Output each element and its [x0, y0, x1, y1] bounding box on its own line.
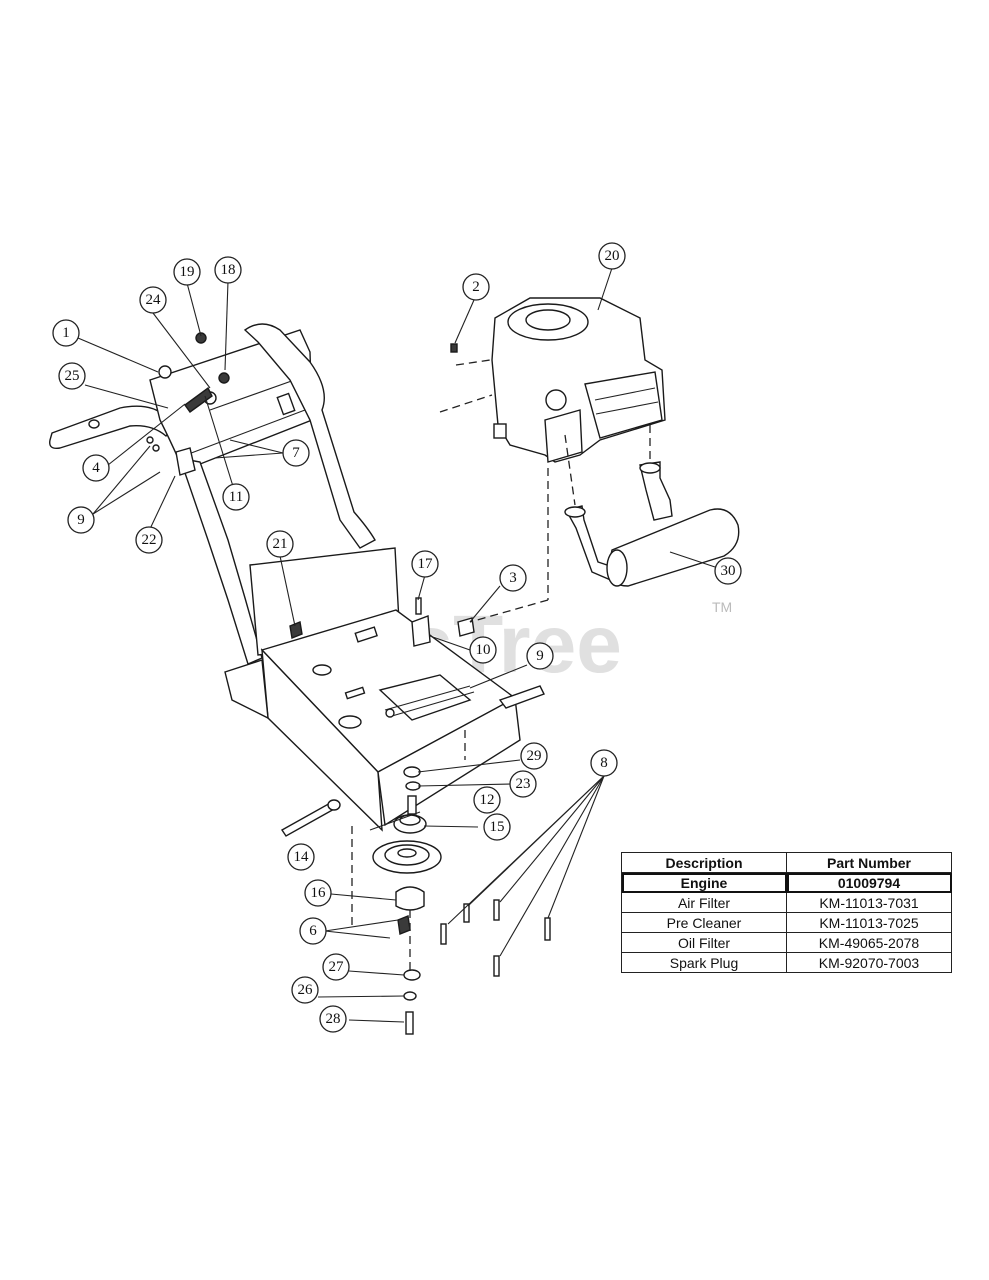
deck-frame — [224, 547, 545, 837]
table-row[interactable]: Pre Cleaner KM-11013-7025 — [621, 912, 952, 933]
svg-text:3: 3 — [509, 570, 517, 586]
callout-3: 3 — [499, 564, 527, 592]
cell-part-number[interactable]: KM-49065-2078 — [786, 932, 952, 953]
callout-9-right: 9 — [526, 642, 554, 670]
table-header-row: Description Part Number — [621, 852, 952, 873]
column-header-description: Description — [621, 852, 787, 873]
callout-12: 12 — [473, 786, 501, 814]
table-row[interactable]: Spark Plug KM-92070-7003 — [621, 952, 952, 973]
watermark-trademark: TM — [712, 599, 732, 615]
callout-25: 25 — [58, 362, 86, 390]
callout-20: 20 — [598, 242, 626, 270]
svg-text:26: 26 — [298, 982, 314, 998]
cell-part-number[interactable]: 01009794 — [786, 872, 952, 893]
parts-table: Description Part Number Engine 01009794 … — [621, 852, 952, 973]
svg-text:10: 10 — [476, 642, 491, 658]
callout-10: 10 — [469, 636, 497, 664]
svg-text:21: 21 — [273, 536, 288, 552]
muffler — [564, 461, 740, 587]
callout-6: 6 — [299, 917, 327, 945]
leader-lines — [77, 267, 716, 1023]
callout-9-left: 9 — [67, 506, 95, 534]
callout-14: 14 — [287, 843, 315, 871]
svg-text:14: 14 — [294, 849, 310, 865]
cell-description: Oil Filter — [621, 932, 787, 953]
callout-2: 2 — [462, 273, 490, 301]
svg-text:18: 18 — [221, 262, 236, 278]
handle-assembly — [49, 323, 376, 665]
cell-part-number[interactable]: KM-11013-7025 — [786, 912, 952, 933]
svg-text:24: 24 — [146, 292, 162, 308]
callout-29: 29 — [520, 742, 548, 770]
svg-text:25: 25 — [65, 368, 80, 384]
callout-24: 24 — [139, 286, 167, 314]
svg-text:23: 23 — [516, 776, 531, 792]
svg-text:16: 16 — [311, 885, 327, 901]
callout-4: 4 — [82, 454, 110, 482]
cell-description: Spark Plug — [621, 952, 787, 973]
callout-30: 30 — [714, 557, 742, 585]
table-row[interactable]: Engine 01009794 — [621, 872, 952, 893]
svg-text:17: 17 — [418, 556, 434, 572]
callout-23: 23 — [509, 770, 537, 798]
pulley-assembly — [289, 343, 551, 1035]
cell-description: Pre Cleaner — [621, 912, 787, 933]
svg-text:1: 1 — [62, 325, 70, 341]
callout-7: 7 — [282, 439, 310, 467]
svg-text:22: 22 — [142, 532, 157, 548]
svg-text:8: 8 — [600, 755, 608, 771]
callout-28: 28 — [319, 1005, 347, 1033]
callout-16: 16 — [304, 879, 332, 907]
svg-text:9: 9 — [536, 648, 544, 664]
callout-11: 11 — [222, 483, 250, 511]
svg-text:30: 30 — [721, 563, 736, 579]
callout-8: 8 — [590, 749, 618, 777]
callout-17: 17 — [411, 550, 439, 578]
callout-21: 21 — [266, 530, 294, 558]
svg-text:29: 29 — [527, 748, 542, 764]
svg-text:4: 4 — [92, 460, 100, 476]
column-header-part-number: Part Number — [786, 852, 952, 873]
cell-description: Engine — [621, 872, 787, 893]
cell-part-number[interactable]: KM-11013-7031 — [786, 892, 952, 913]
svg-text:19: 19 — [180, 264, 195, 280]
svg-text:15: 15 — [490, 819, 505, 835]
table-row[interactable]: Air Filter KM-11013-7031 — [621, 892, 952, 913]
svg-text:11: 11 — [229, 489, 243, 505]
callout-26: 26 — [291, 976, 319, 1004]
svg-text:20: 20 — [605, 248, 620, 264]
svg-text:2: 2 — [472, 279, 480, 295]
svg-text:6: 6 — [309, 923, 317, 939]
callout-1: 1 — [52, 319, 80, 347]
table-row[interactable]: Oil Filter KM-49065-2078 — [621, 932, 952, 953]
cell-description: Air Filter — [621, 892, 787, 913]
svg-text:12: 12 — [480, 792, 495, 808]
engine — [491, 297, 666, 463]
cell-part-number[interactable]: KM-92070-7003 — [786, 952, 952, 973]
svg-text:9: 9 — [77, 512, 85, 528]
callout-18: 18 — [214, 256, 242, 284]
svg-text:28: 28 — [326, 1011, 341, 1027]
callout-15: 15 — [483, 813, 511, 841]
callout-27: 27 — [322, 953, 350, 981]
callout-22: 22 — [135, 526, 163, 554]
svg-text:27: 27 — [329, 959, 345, 975]
assembly-lines — [351, 359, 651, 972]
svg-text:7: 7 — [292, 445, 300, 461]
callout-19: 19 — [173, 258, 201, 286]
